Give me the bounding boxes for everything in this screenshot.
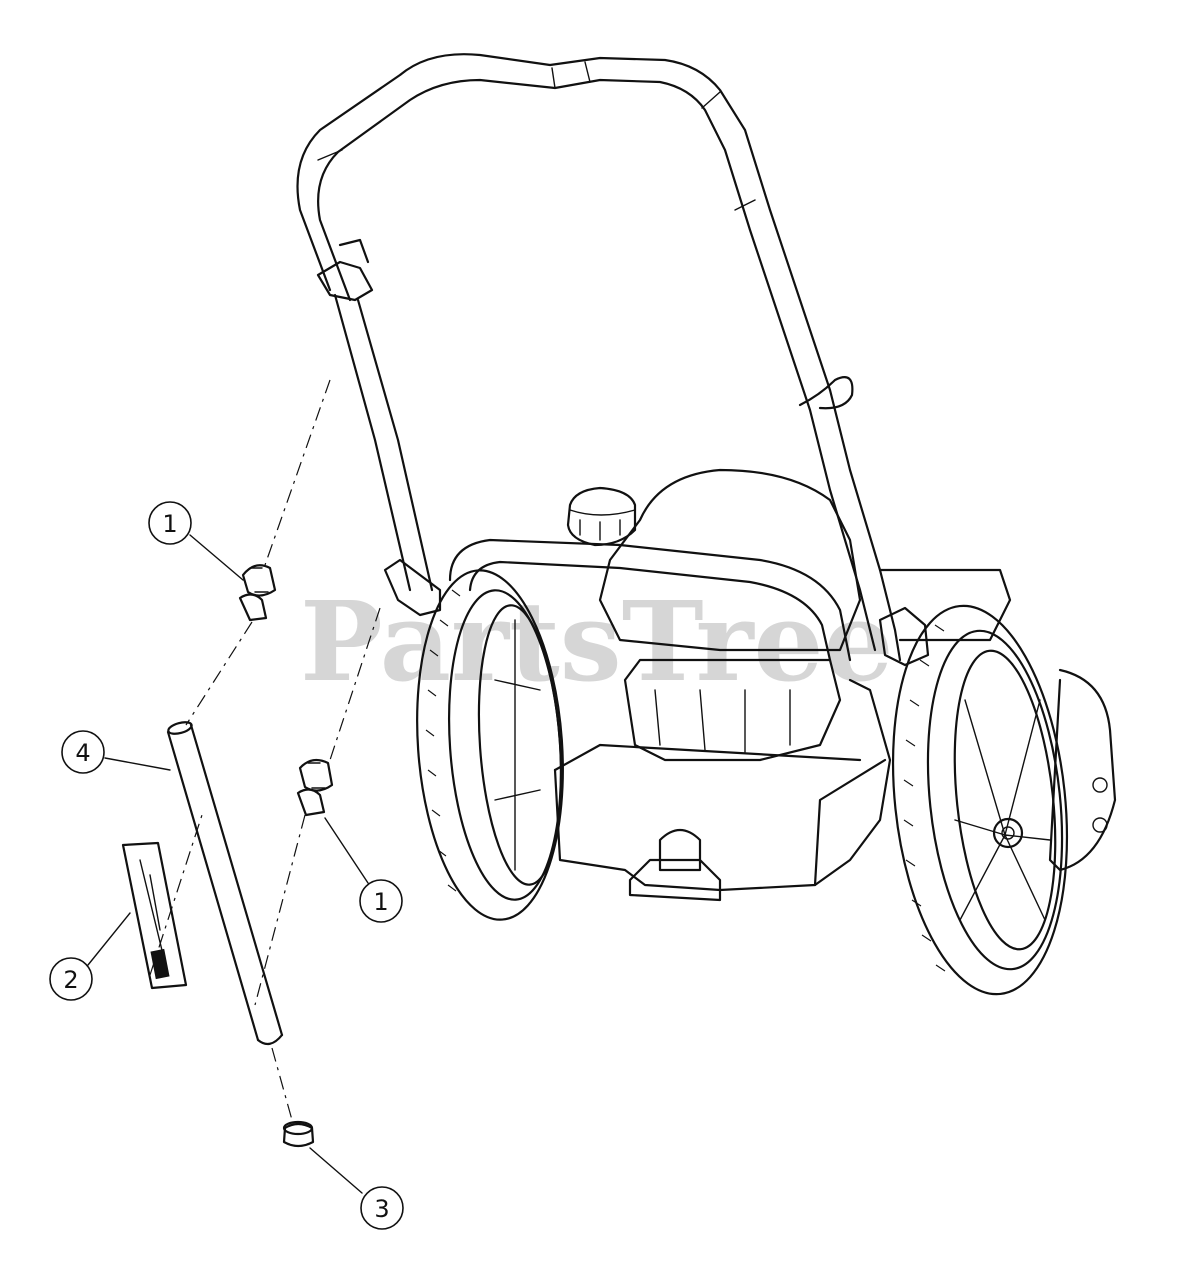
part-cap: [282, 1120, 315, 1148]
assembly-line-clip-lower: [254, 607, 381, 1006]
svg-text:1: 1: [162, 510, 177, 538]
handle-knob-lower-left: [383, 558, 442, 617]
cable-loop: [798, 376, 854, 410]
part-tube: [166, 721, 284, 1046]
part-decal: [121, 841, 188, 990]
leader-3: [309, 1147, 363, 1194]
fuel-cap: [566, 486, 637, 547]
right-wheel: [891, 604, 1069, 996]
handle-bar: [296, 53, 902, 662]
callout-3: 3: [360, 1186, 404, 1230]
svg-text:2: 2: [63, 966, 78, 994]
watermark: PartsTree: [300, 577, 894, 706]
engine-block: [623, 658, 842, 762]
leader-2: [87, 912, 131, 966]
svg-text:3: 3: [374, 1195, 389, 1223]
callout-1-top: 1: [148, 501, 192, 545]
part-clip-lower: [296, 758, 334, 817]
front-guard-bar: [448, 538, 852, 662]
leader-1-bottom: [324, 817, 369, 884]
part-clip-upper: [238, 564, 277, 622]
trimmer-head-guard: [1048, 668, 1117, 872]
callout-4: 4: [61, 730, 105, 774]
leader-1-top: [189, 534, 244, 581]
callout-2: 2: [49, 957, 93, 1001]
left-wheel: [416, 569, 564, 921]
svg-text:1: 1: [373, 888, 388, 916]
assembly-line-cap: [271, 1047, 293, 1121]
handle-knob-upper-left: [316, 238, 374, 302]
engine-shroud: [598, 468, 862, 652]
callout-1-bottom: 1: [359, 879, 403, 923]
handle-knob-right: [878, 606, 930, 667]
leader-4: [104, 757, 171, 771]
svg-text:4: 4: [75, 739, 90, 767]
string-trimmer-illustration: [296, 53, 1117, 996]
assembly-line-tube-to-handle: [185, 379, 331, 726]
deck-bracket: [628, 828, 722, 902]
trimmer-deck: [553, 678, 892, 892]
